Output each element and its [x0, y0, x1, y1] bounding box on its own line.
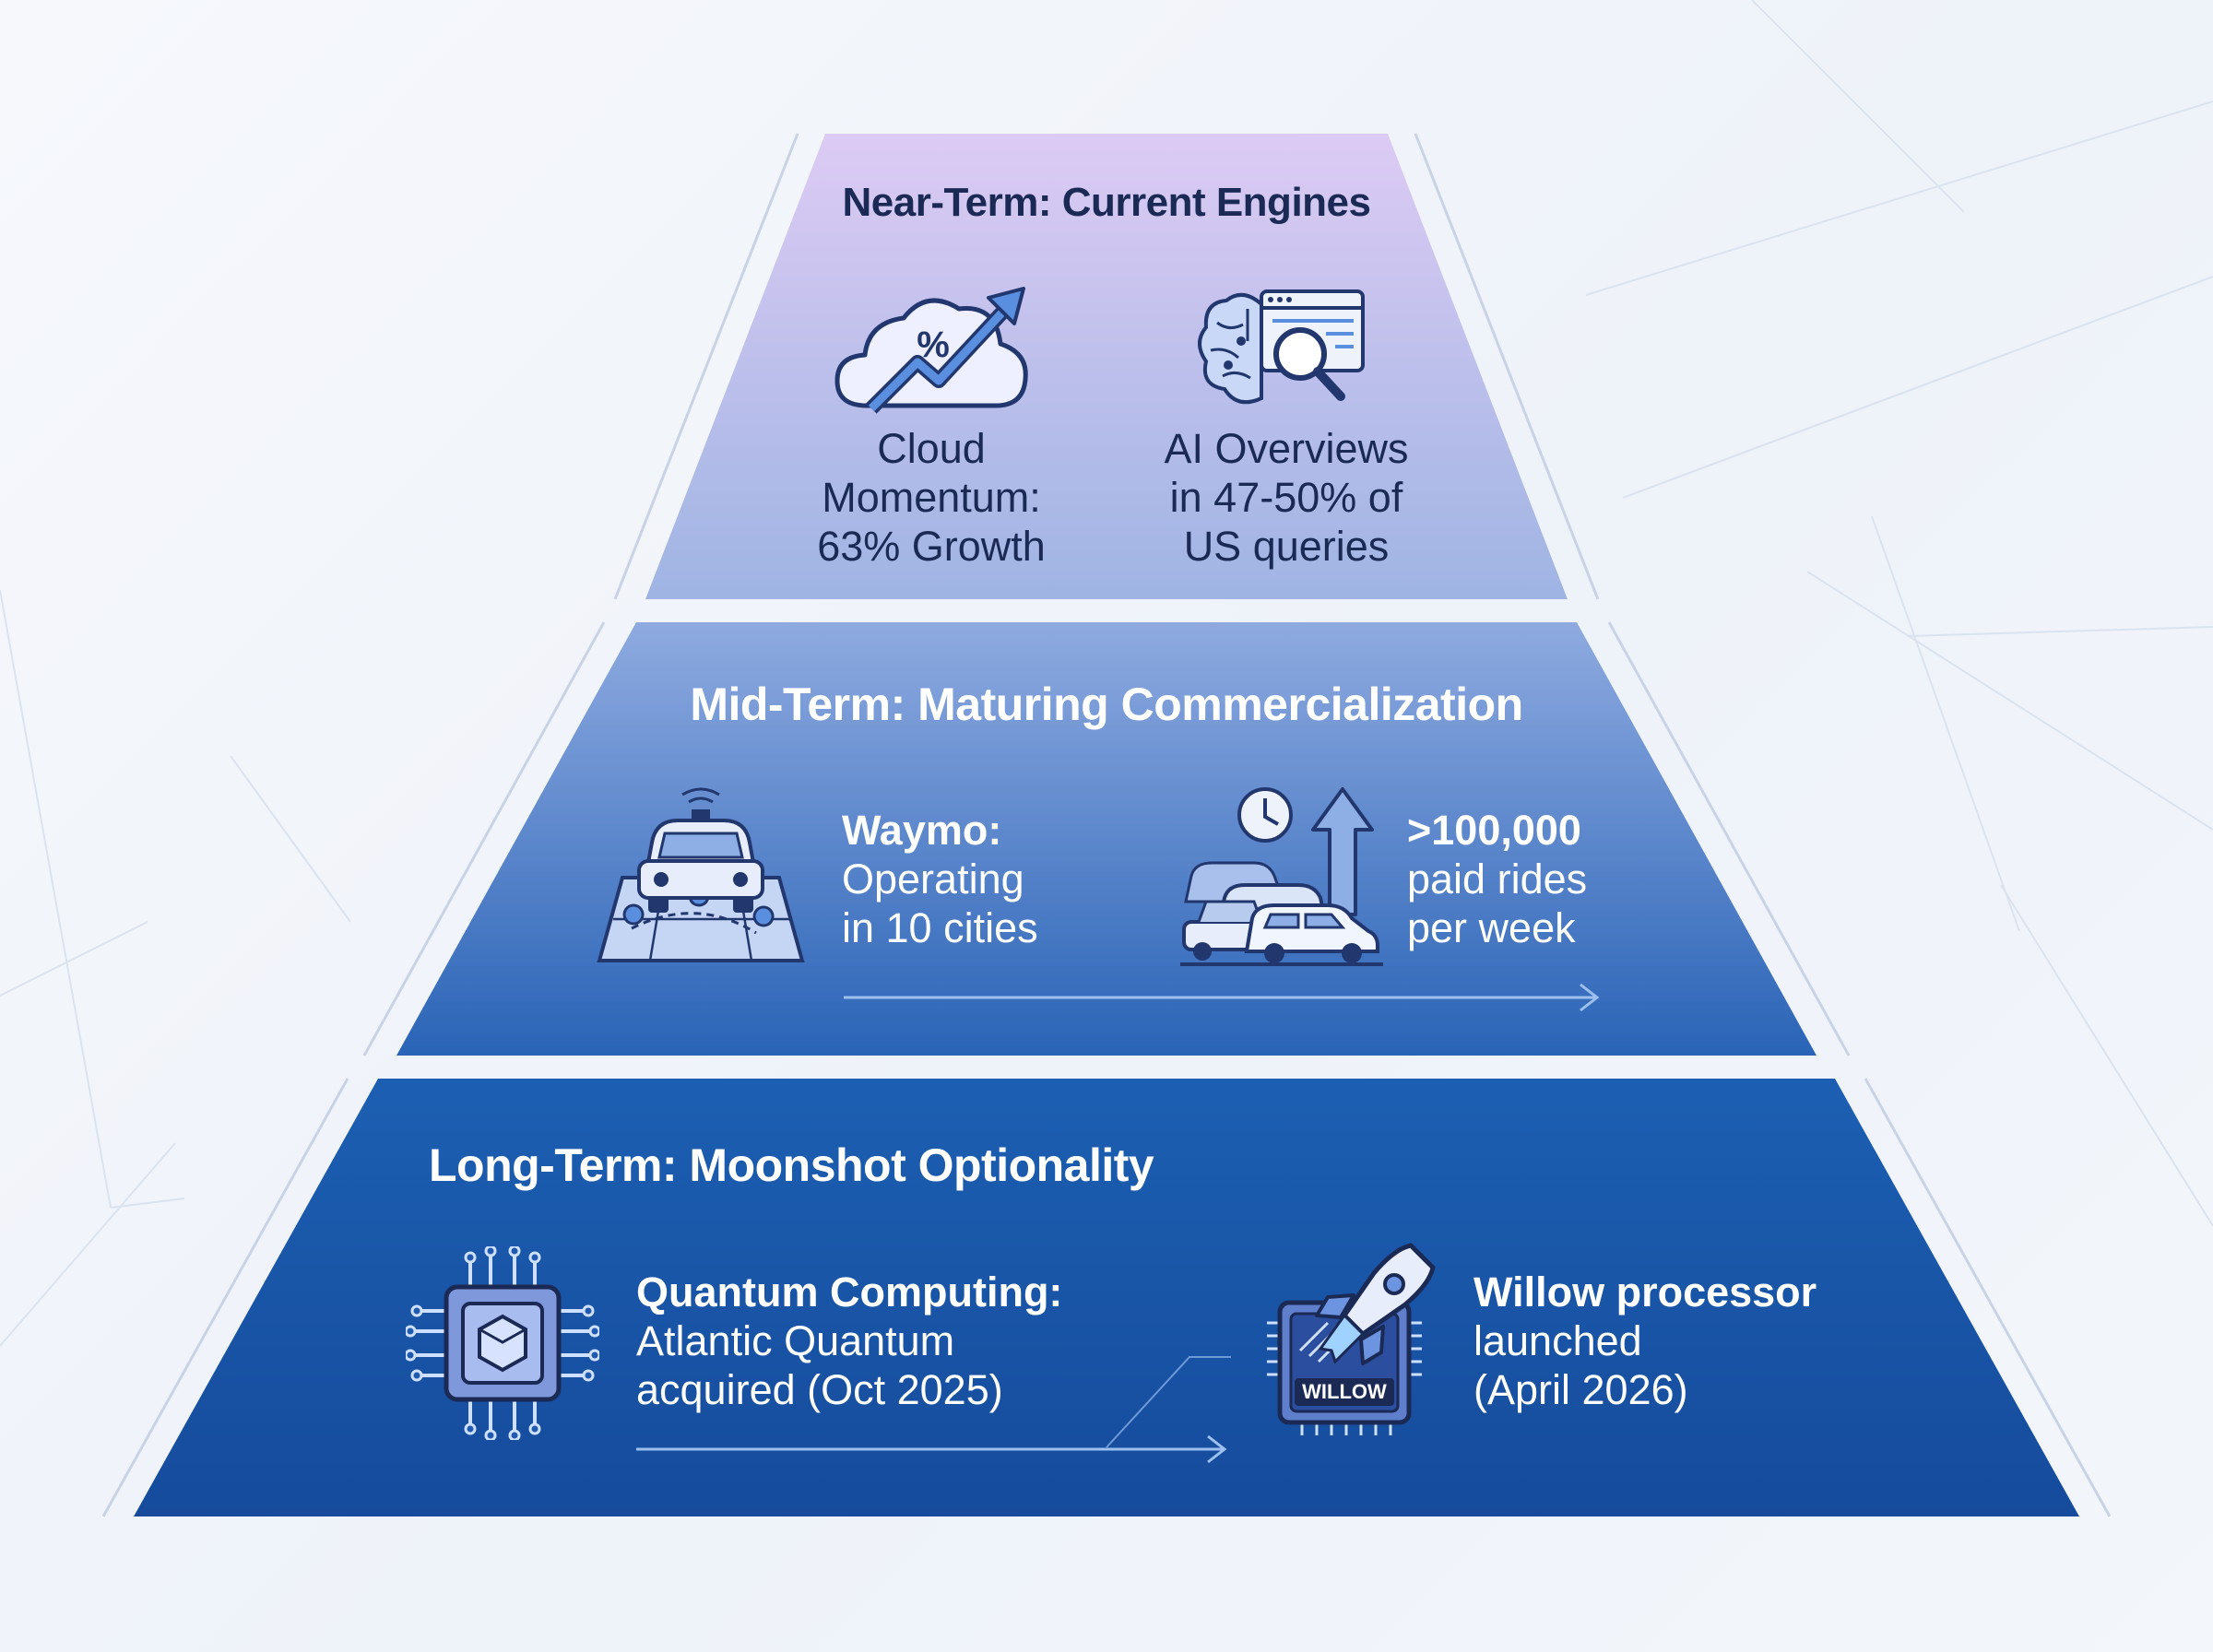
willow-processor-label: Willow processor launched (April 2026)	[1473, 1268, 1817, 1413]
long-term-title: Long-Term: Moonshot Optionality	[429, 1139, 1154, 1191]
brain-search-icon	[1198, 289, 1365, 405]
mid-term-title: Mid-Term: Maturing Commercialization	[690, 678, 1523, 730]
paid-rides-label: >100,000 paid rides per week	[1407, 807, 1588, 951]
willow-chip-label: WILLOW	[1302, 1380, 1387, 1403]
quantum-computing-label: Quantum Computing: Atlantic Quantum acqu…	[636, 1268, 1063, 1413]
cloud-momentum-label: Cloud Momentum: 63% Growth	[817, 425, 1046, 570]
cars-growth-icon	[1180, 787, 1383, 966]
long-flow-arrow-head	[1207, 1434, 1227, 1464]
near-term-title: Near-Term: Current Engines	[842, 180, 1371, 225]
tier-near-term	[645, 134, 1568, 599]
tier-long-term	[134, 1079, 2079, 1516]
autonomous-car-map-icon	[597, 787, 805, 962]
mid-flow-arrow-head	[1580, 983, 1600, 1012]
quantum-chip-icon	[406, 1246, 599, 1440]
cloud-growth-icon: %	[834, 287, 1028, 414]
willow-rocket-chip-icon: WILLOW	[1267, 1243, 1436, 1435]
waymo-label: Waymo: Operating in 10 cities	[842, 807, 1038, 951]
ai-overviews-label: AI Overviews in 47-50% of US queries	[1164, 425, 1409, 570]
